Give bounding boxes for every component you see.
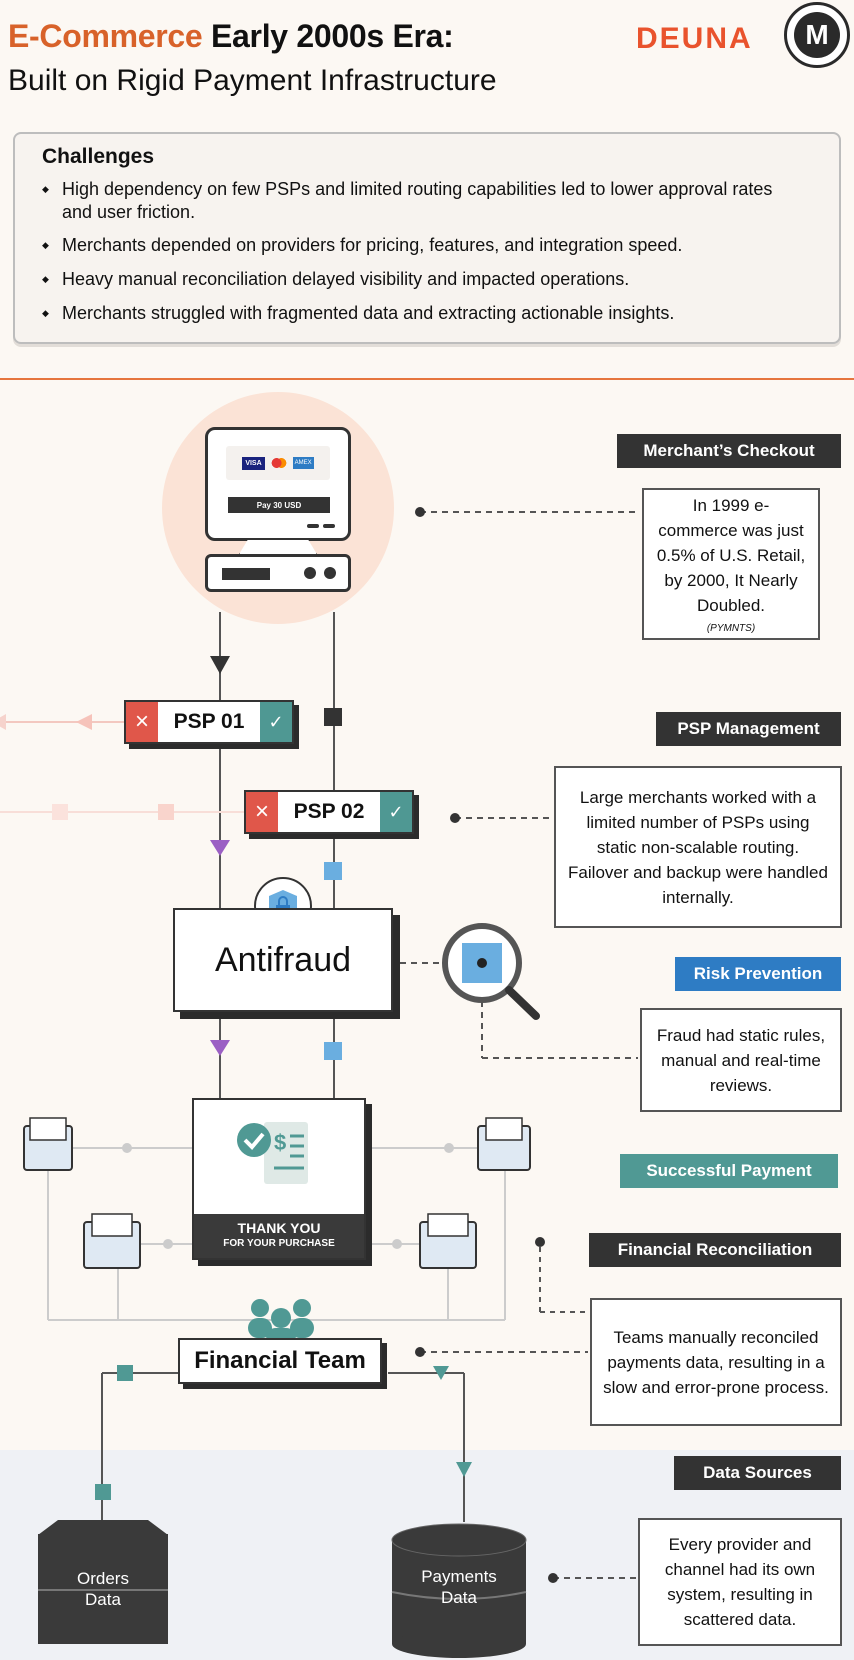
title-rest: Early 2000s Era:: [202, 18, 454, 54]
card-logos: VISA AMEX: [226, 446, 330, 480]
orders-line1: Orders: [77, 1569, 129, 1588]
antifraud-node: Antifraud: [173, 908, 393, 1012]
check-icon: ✓: [380, 792, 412, 832]
fail-icon: ×: [246, 792, 278, 832]
thank-you-node: $ THANK YOU FOR YOUR PURCHASE: [192, 1098, 366, 1260]
base-button: [304, 567, 316, 579]
team-icon: [248, 1299, 314, 1344]
receipt-icon: $: [237, 1122, 308, 1184]
challenge-item: Heavy manual reconciliation delayed visi…: [42, 268, 802, 291]
svg-text:$: $: [274, 1130, 286, 1155]
amex-icon: AMEX: [292, 457, 314, 469]
note-checkout-text: In 1999 e-commerce was just 0.5% of U.S.…: [656, 495, 806, 615]
badge-logo-icon: M: [784, 2, 850, 68]
challenge-item: Merchants depended on providers for pric…: [42, 234, 802, 257]
thank-you-text: THANK YOU: [237, 1220, 321, 1236]
challenge-item: Merchants struggled with fragmented data…: [42, 302, 802, 325]
note-checkout: In 1999 e-commerce was just 0.5% of U.S.…: [642, 488, 820, 640]
note-psp: Large merchants worked with a limited nu…: [554, 766, 842, 928]
psp-02-label: PSP 02: [293, 800, 365, 823]
psp-02-node: × PSP 02 ✓: [244, 790, 414, 834]
fail-icon: ×: [126, 702, 158, 742]
section-divider: [0, 378, 854, 380]
challenges-title: Challenges: [42, 145, 155, 168]
orders-line2: Data: [85, 1590, 121, 1609]
note-risk: Fraud had static rules, manual and real-…: [640, 1008, 842, 1112]
checkout-monitor: VISA AMEX Pay 30 USD: [205, 427, 351, 541]
title-accent: E-Commerce: [8, 18, 203, 54]
psp-01-label: PSP 01: [173, 710, 245, 733]
note-reconciliation: Teams manually reconciled payments data,…: [590, 1298, 842, 1426]
page-subtitle: Built on Rigid Payment Infrastructure: [8, 64, 497, 97]
note-checkout-source: (PYMNTS): [706, 622, 756, 634]
thank-you-subtext: FOR YOUR PURCHASE: [223, 1238, 335, 1249]
note-data-sources: Every provider and channel had its own s…: [638, 1518, 842, 1646]
challenge-item: High dependency on few PSPs and limited …: [42, 178, 802, 224]
check-icon: ✓: [260, 702, 292, 742]
badge-letter: M: [794, 12, 840, 58]
financial-team-node: Financial Team: [178, 1338, 382, 1384]
psp-01-node: × PSP 01 ✓: [124, 700, 294, 744]
mastercard-icon: [270, 457, 287, 469]
tag-data-sources: Data Sources: [674, 1456, 841, 1490]
tag-psp-management: PSP Management: [656, 712, 841, 746]
base-button: [324, 567, 336, 579]
deuna-logo: DEUNA: [636, 22, 753, 55]
tag-risk-prevention: Risk Prevention: [675, 957, 841, 991]
payments-line2: Data: [441, 1588, 477, 1607]
thank-you-banner: THANK YOU FOR YOUR PURCHASE: [194, 1214, 364, 1258]
tag-merchant-checkout: Merchant’s Checkout: [617, 434, 841, 468]
tag-financial-reconciliation: Financial Reconciliation: [589, 1233, 841, 1267]
tag-successful-payment: Successful Payment: [620, 1154, 838, 1188]
visa-icon: VISA: [242, 456, 265, 470]
monitor-led: [323, 524, 335, 528]
page-title: E-Commerce Early 2000s Era:: [8, 18, 454, 55]
computer-base: [205, 554, 351, 592]
drive-slot: [222, 568, 270, 580]
pay-button: Pay 30 USD: [228, 497, 330, 513]
monitor-led: [307, 524, 319, 528]
payments-line1: Payments: [421, 1567, 497, 1586]
